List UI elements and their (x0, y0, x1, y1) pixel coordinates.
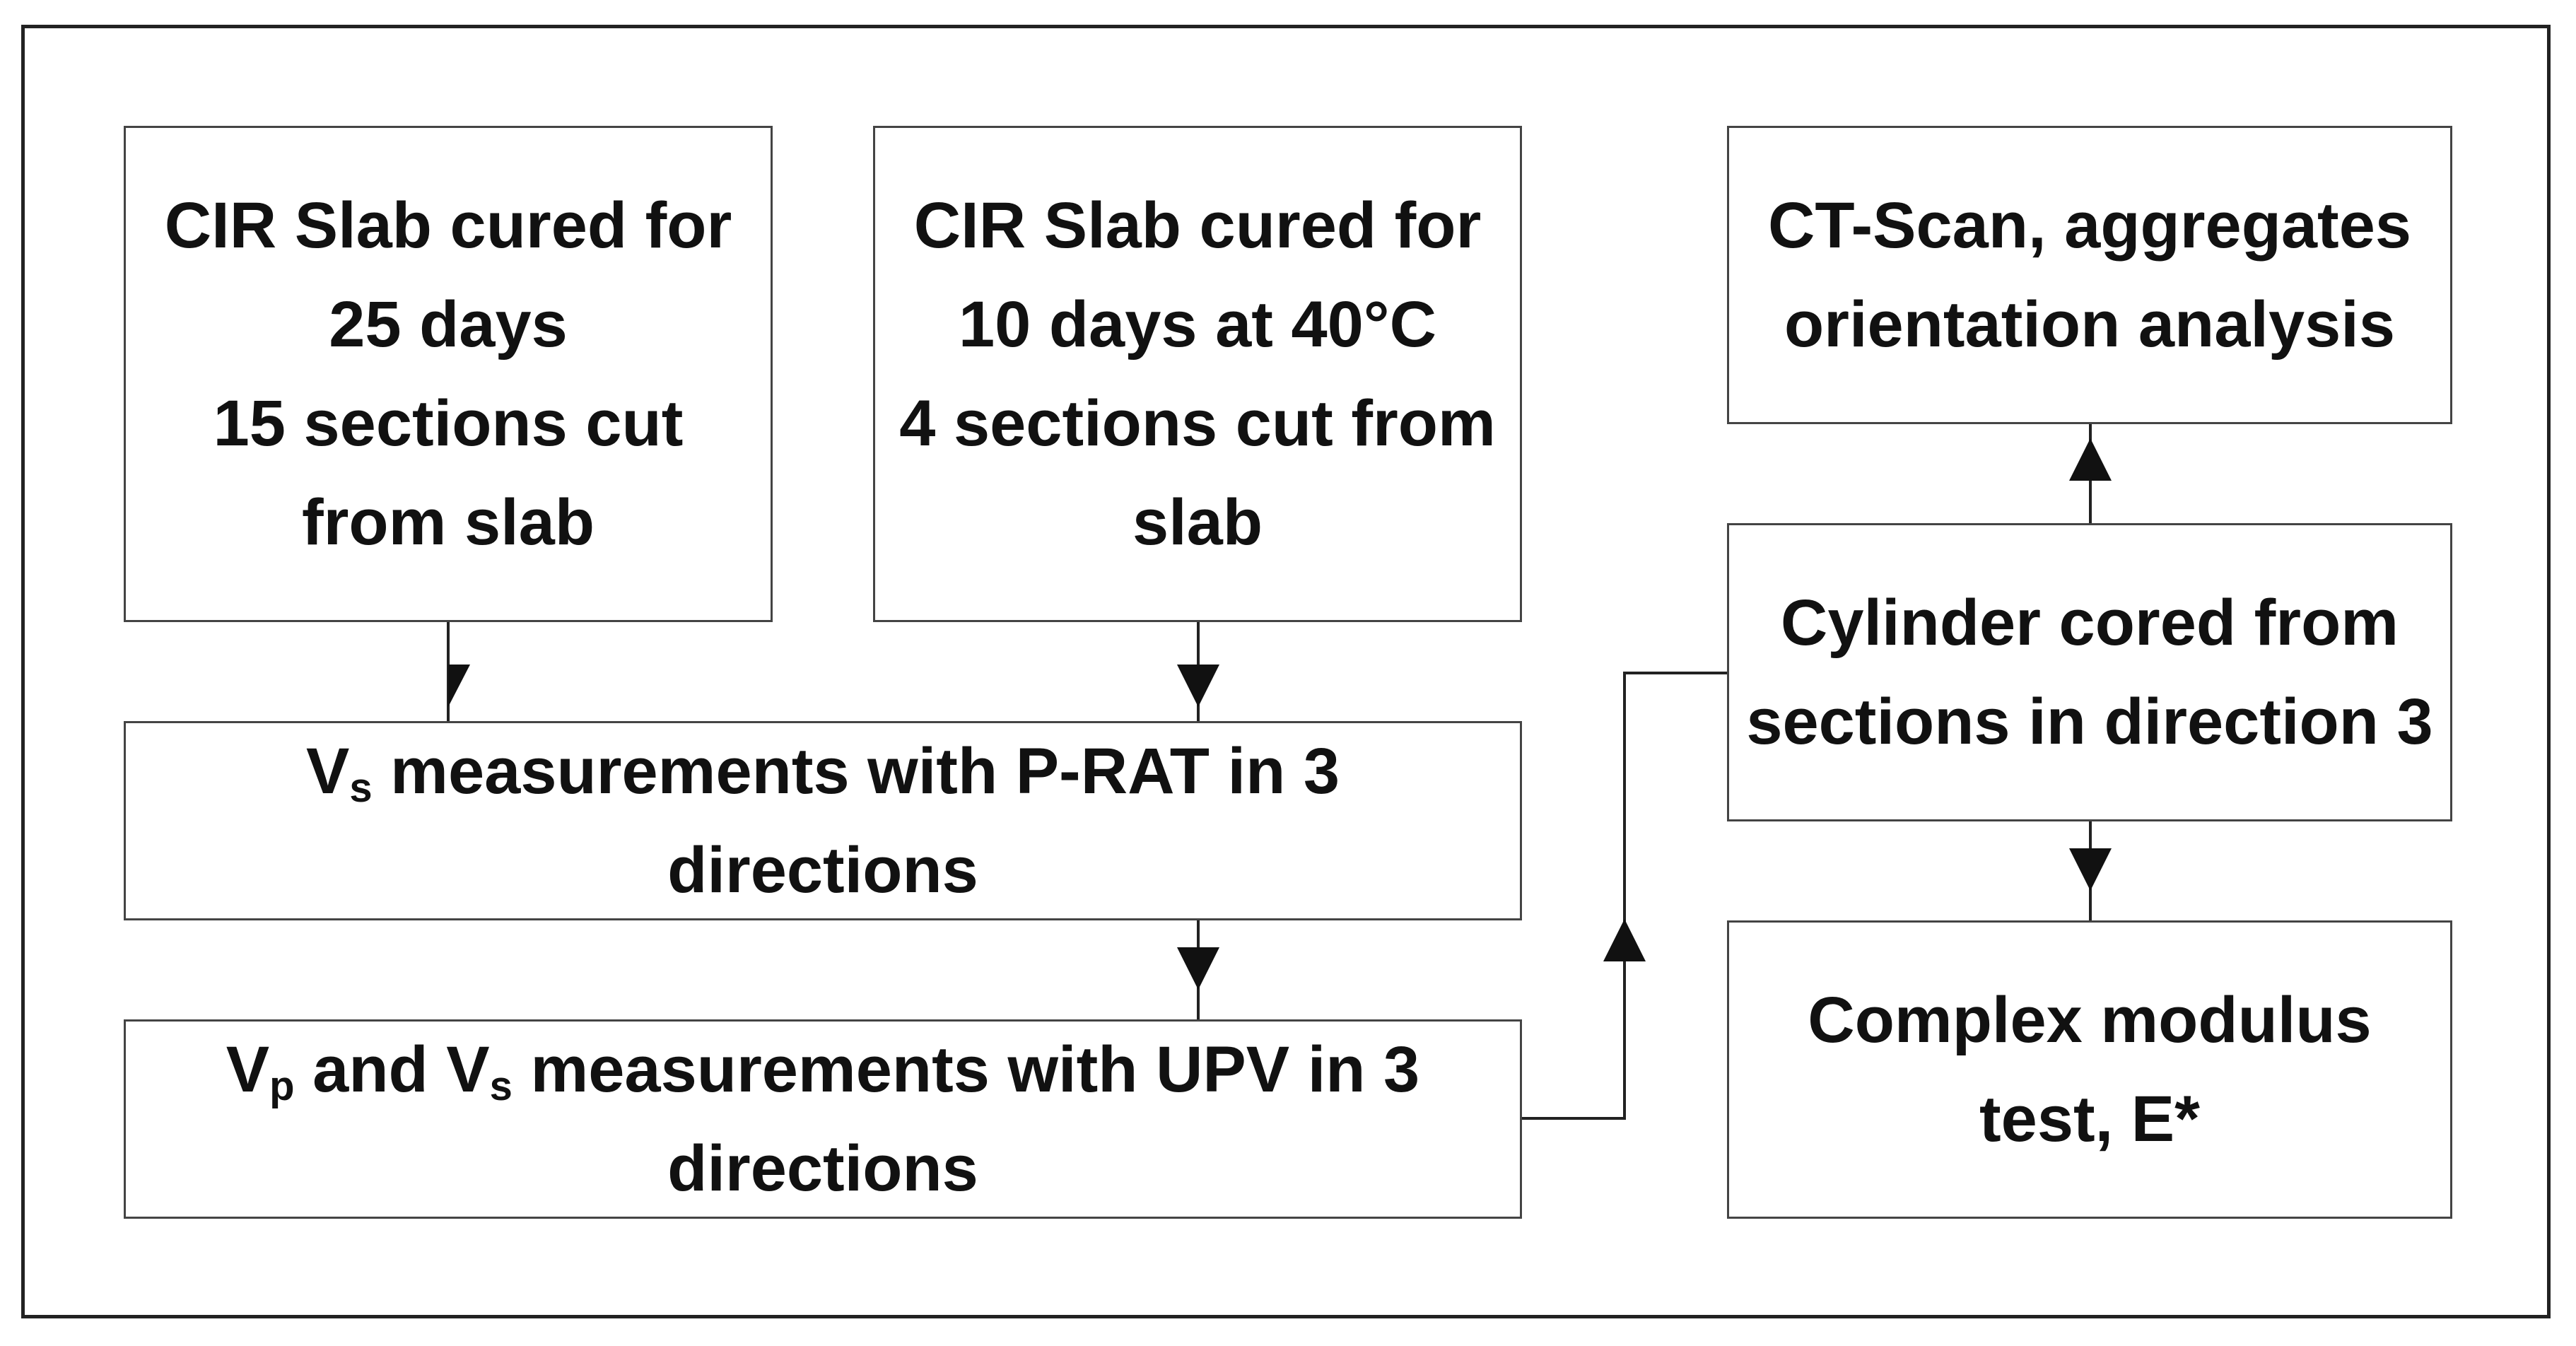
complex-line-1: Complex modulus (1808, 984, 2372, 1056)
slab25-line-3: 15 sections cut (213, 387, 684, 460)
slab10-line-1: CIR Slab cured for (913, 189, 1482, 262)
box-ct-scan: CT-Scan, aggregates orientation analysis (1727, 126, 2452, 424)
upv-rest: measurements with UPV in 3 (512, 1034, 1420, 1106)
box-slab-10-days: CIR Slab cured for 10 days at 40°C 4 sec… (873, 126, 1522, 622)
slab25-line-4: from slab (301, 486, 595, 558)
vs-symbol: V (305, 735, 350, 807)
vs-subscript: s (349, 765, 373, 811)
vs-prat-rest: measurements with P-RAT in 3 (372, 735, 1340, 807)
slab10-line-4: slab (1132, 486, 1263, 558)
vp-subscript: p (269, 1063, 295, 1109)
upv-line-2: directions (667, 1133, 978, 1205)
vs-subscript-upv: s (489, 1063, 513, 1109)
vs-prat-line-1: Vs measurements with P-RAT in 3 (306, 722, 1340, 821)
slab25-line-2: 25 days (329, 288, 568, 361)
arrowhead-cylinder-to-ctscan (2069, 438, 2112, 481)
vp-symbol: V (226, 1034, 270, 1106)
box-complex-modulus: Complex modulus test, E* (1727, 920, 2452, 1219)
box-upv: Vp and Vs measurements with UPV in 3 dir… (124, 1019, 1522, 1219)
arrowhead-vs-to-upv (1177, 947, 1219, 990)
ctscan-line-1: CT-Scan, aggregates (1767, 189, 2412, 262)
arrowhead-slab10-to-vs (1177, 665, 1219, 707)
connector-upv-to-cylinder (1522, 672, 1727, 1120)
arrowhead-slab25-to-vs (448, 665, 470, 707)
slab10-line-3: 4 sections cut from (899, 387, 1496, 460)
complex-line-2: test, E* (1979, 1083, 2200, 1155)
arrowhead-cylinder-to-complex (2069, 848, 2112, 891)
box-cylinder-cored: Cylinder cored from sections in directio… (1727, 523, 2452, 821)
upv-line-1: Vp and Vs measurements with UPV in 3 (226, 1020, 1419, 1119)
slab25-line-1: CIR Slab cured for (164, 189, 732, 262)
vs-prat-line-2: directions (667, 834, 978, 906)
slab10-line-2: 10 days at 40°C (958, 288, 1437, 361)
box-vs-prat: Vs measurements with P-RAT in 3 directio… (124, 721, 1522, 920)
diagram-frame (21, 25, 2551, 1318)
box-slab-25-days: CIR Slab cured for 25 days 15 sections c… (124, 126, 773, 622)
ctscan-line-2: orientation analysis (1784, 288, 2395, 361)
cylinder-line-2: sections in direction 3 (1746, 686, 2433, 758)
upv-and-v: and V (294, 1034, 490, 1106)
arrowhead-upv-to-cylinder (1603, 919, 1646, 961)
cylinder-line-1: Cylinder cored from (1780, 587, 2399, 659)
